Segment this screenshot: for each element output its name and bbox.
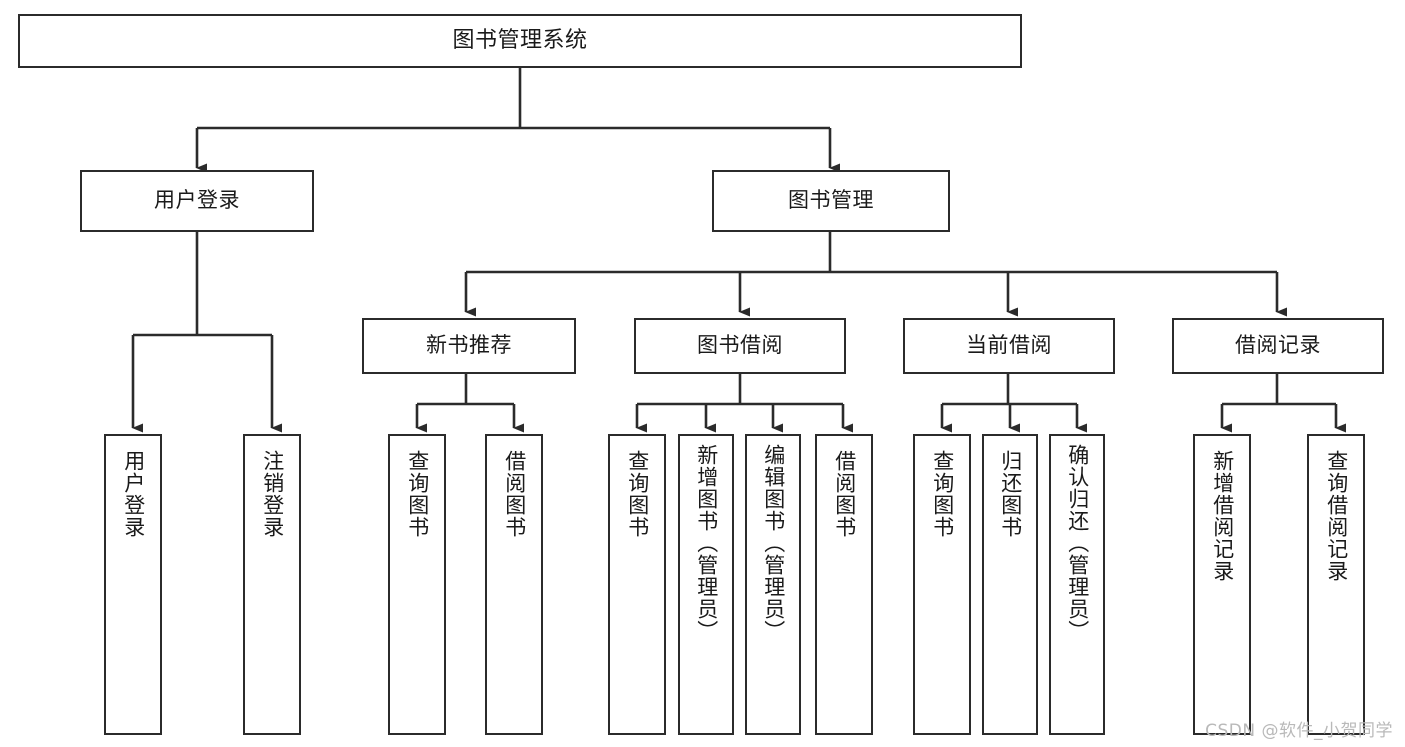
leaf-borrow-query-book[interactable]: 查询图书	[608, 434, 666, 735]
node-label: 借阅记录	[1235, 333, 1321, 358]
node-label: 新书推荐	[426, 333, 512, 358]
node-label: 用户登录	[121, 450, 146, 538]
leaf-current-return-book[interactable]: 归还图书	[982, 434, 1038, 735]
node-label: 借阅图书	[832, 450, 857, 538]
leaf-current-query-book[interactable]: 查询图书	[913, 434, 971, 735]
leaf-borrow-edit-book-admin[interactable]: 编辑图书（管理员）	[745, 434, 801, 735]
node-book-management[interactable]: 图书管理	[712, 170, 950, 232]
node-book-borrow[interactable]: 图书借阅	[634, 318, 846, 374]
node-label: 新增借阅记录	[1210, 450, 1235, 582]
watermark: CSDN @软件_小贺同学	[1205, 721, 1393, 741]
node-label: 确认归还（管理员）	[1065, 444, 1090, 642]
leaf-user-login[interactable]: 用户登录	[104, 434, 162, 735]
node-label: 注销登录	[260, 450, 285, 538]
leaf-record-query-borrow-record[interactable]: 查询借阅记录	[1307, 434, 1365, 735]
leaf-borrow-borrow-book[interactable]: 借阅图书	[815, 434, 873, 735]
node-label: 查询图书	[625, 450, 650, 538]
node-user-login[interactable]: 用户登录	[80, 170, 314, 232]
node-label: 用户登录	[154, 188, 240, 213]
leaf-borrow-add-book-admin[interactable]: 新增图书（管理员）	[678, 434, 734, 735]
node-label: 新增图书（管理员）	[694, 444, 719, 642]
leaf-new-book-borrow[interactable]: 借阅图书	[485, 434, 543, 735]
node-label: 当前借阅	[966, 333, 1052, 358]
node-current-borrow[interactable]: 当前借阅	[903, 318, 1115, 374]
node-label: 查询图书	[405, 450, 430, 538]
leaf-current-confirm-return-admin[interactable]: 确认归还（管理员）	[1049, 434, 1105, 735]
node-label: 查询借阅记录	[1324, 450, 1349, 582]
leaf-record-add-borrow-record[interactable]: 新增借阅记录	[1193, 434, 1251, 735]
node-root-book-management-system[interactable]: 图书管理系统	[18, 14, 1022, 68]
node-label: 图书借阅	[697, 333, 783, 358]
node-new-book-recommend[interactable]: 新书推荐	[362, 318, 576, 374]
node-label: 借阅图书	[502, 450, 527, 538]
node-label: 图书管理	[788, 188, 874, 213]
node-label: 图书管理系统	[452, 27, 588, 53]
leaf-new-book-query[interactable]: 查询图书	[388, 434, 446, 735]
node-label: 查询图书	[930, 450, 955, 538]
node-label: 编辑图书（管理员）	[761, 444, 786, 642]
leaf-logout-login[interactable]: 注销登录	[243, 434, 301, 735]
node-borrow-record[interactable]: 借阅记录	[1172, 318, 1384, 374]
node-label: 归还图书	[998, 450, 1023, 538]
